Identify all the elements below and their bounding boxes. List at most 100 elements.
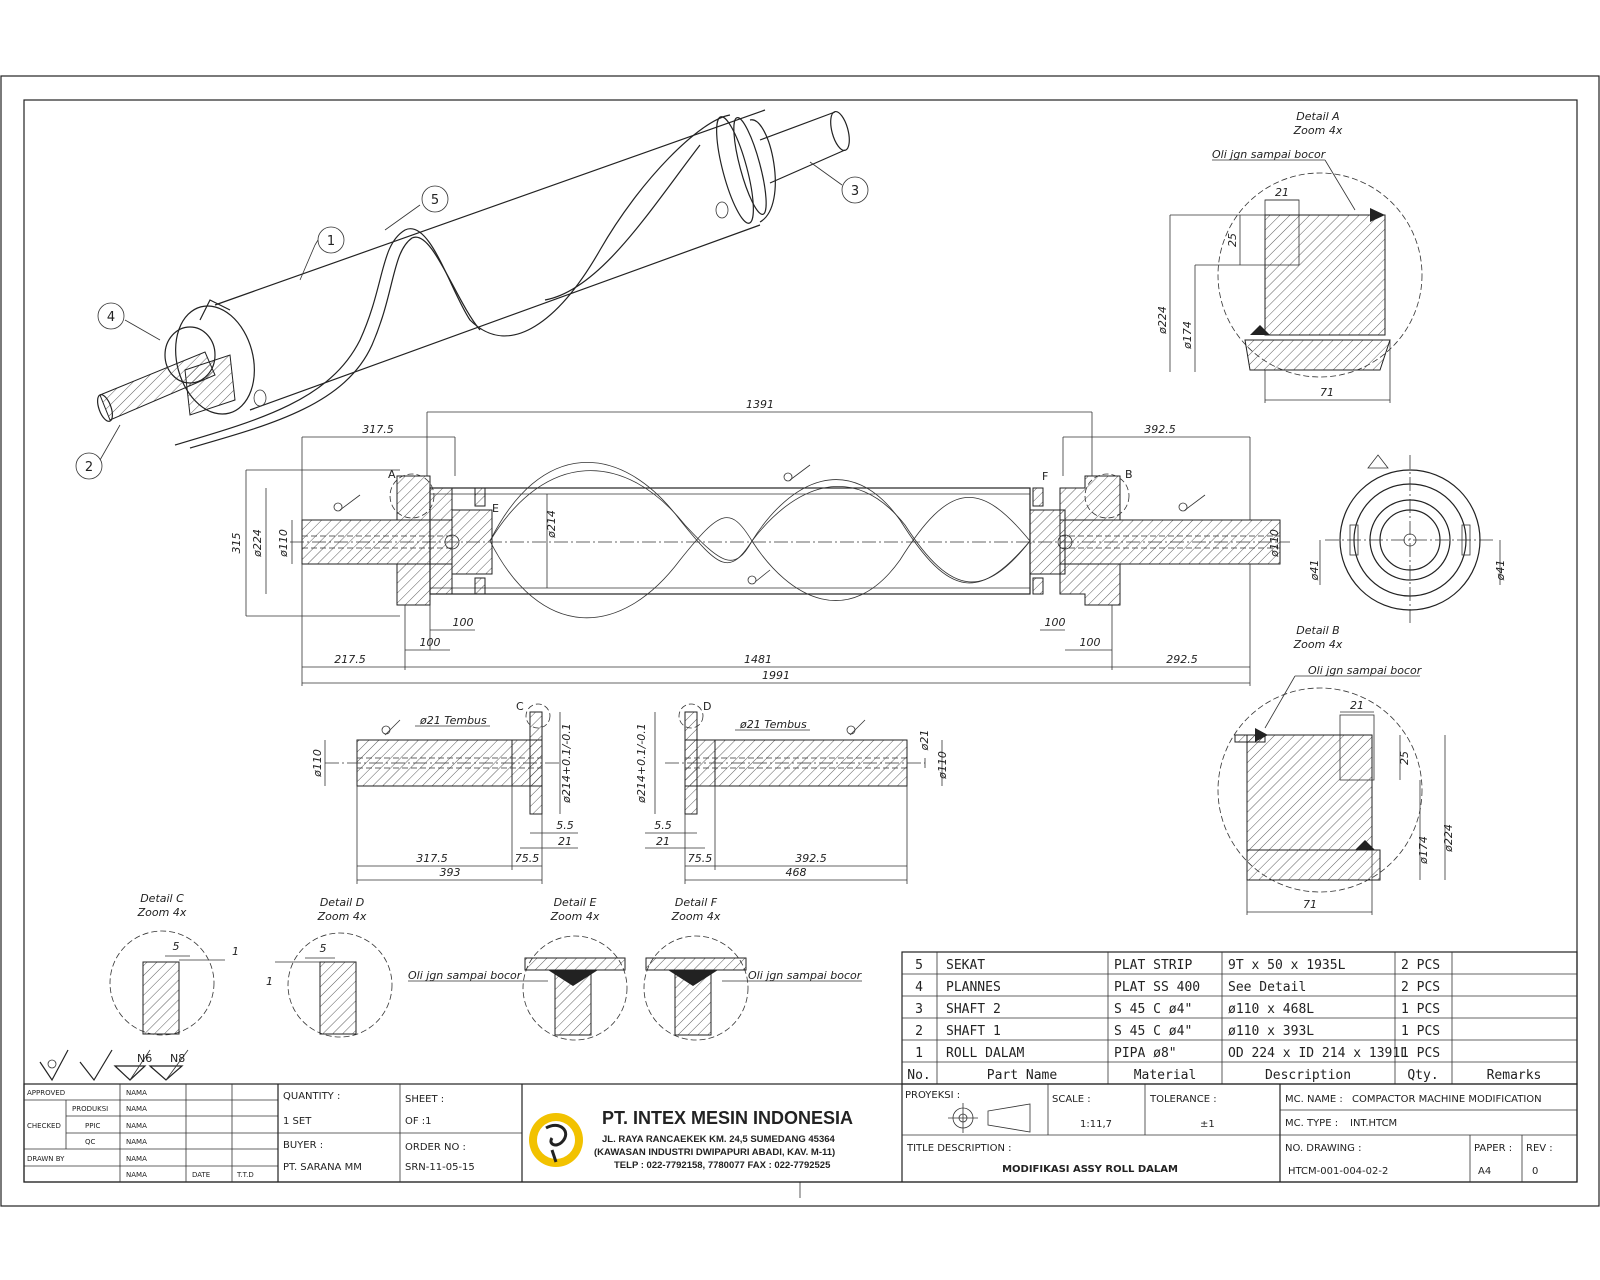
tb-sheet-value: OF :1	[405, 1116, 432, 1127]
detail-b-dim-224: ø224	[1442, 824, 1455, 853]
shaft2-dim-tembus: ø21 Tembus	[739, 718, 807, 731]
tb-rev-value: 0	[1532, 1166, 1538, 1177]
detail-f-zoom: Zoom 4x	[671, 910, 721, 923]
bom-header-remarks: Remarks	[1487, 1068, 1542, 1083]
tb-nama-1: NAMA	[126, 1089, 147, 1097]
shaft-2-view: D ø21 Tembus ø214+0.1/-0.1 5.5 21 75.5 3…	[635, 700, 949, 884]
shaft2-dim-75-5: 75.5	[688, 852, 713, 865]
tb-paper-label: PAPER :	[1474, 1143, 1512, 1154]
detail-e-view: Detail E Zoom 4x Oli jgn sampai bocor	[408, 896, 628, 1041]
bom-row-3-qty: 1 PCS	[1401, 1002, 1440, 1017]
company-phone: TELP : 022-7792158, 7780077 FAX : 022-77…	[614, 1160, 831, 1171]
dim-1481: 1481	[744, 653, 772, 666]
tb-scale-value: 1:11,7	[1080, 1119, 1112, 1130]
tb-drawn-by: DRAWN BY	[27, 1155, 65, 1163]
bom-row-3-name: SHAFT 2	[946, 1002, 1001, 1017]
balloon-1-label: 1	[327, 234, 335, 249]
main-section-view: A B E F 1391 317.5 392.5 315 ø224 ø110 ø…	[230, 398, 1290, 686]
tb-title-desc-value: MODIFIKASI ASSY ROLL DALAM	[1002, 1164, 1178, 1175]
detail-a-marker: A	[388, 468, 396, 481]
detail-f-note: Oli jgn sampai bocor	[748, 969, 863, 982]
shaft1-dim-110: ø110	[311, 749, 324, 778]
tb-ttd: T.T.D	[236, 1171, 254, 1179]
bom-row-4-qty: 2 PCS	[1401, 980, 1440, 995]
tb-mc-name-label: MC. NAME :	[1285, 1094, 1343, 1105]
detail-b-dim-174: ø174	[1417, 836, 1430, 865]
detail-a-dim-25: 25	[1226, 233, 1239, 247]
end-view-dim-41-left: ø41	[1308, 560, 1321, 582]
detail-b-dim-25: 25	[1398, 751, 1411, 765]
tb-mc-name-value: COMPACTOR MACHINE MODIFICATION	[1352, 1094, 1542, 1105]
shaft2-dim-21: 21	[656, 835, 670, 848]
balloon-2-label: 2	[85, 460, 93, 475]
dim-317-5: 317.5	[362, 423, 394, 436]
tb-rev-label: REV :	[1526, 1143, 1553, 1154]
balloon-5: 5	[384, 185, 449, 231]
balloon-5-label: 5	[431, 193, 439, 208]
dim-315: 315	[230, 533, 243, 554]
detail-a-title: Detail A	[1296, 110, 1339, 123]
title-block: APPROVED PRODUKSI CHECKED PPIC QC DRAWN …	[23, 1083, 1578, 1183]
detail-f-title: Detail F	[675, 896, 718, 909]
detail-b-note: Oli jgn sampai bocor	[1308, 664, 1423, 677]
surface-n6: N6	[137, 1052, 152, 1065]
detail-d-dim-5: 5	[320, 942, 327, 955]
detail-d-view: Detail D Zoom 4x 5 1	[266, 896, 393, 1038]
detail-a-dim-71: 71	[1320, 386, 1334, 399]
surface-n8: N8	[170, 1052, 185, 1065]
bom-row-4-material: PLAT SS 400	[1114, 980, 1200, 995]
tb-title-desc-label: TITLE DESCRIPTION :	[906, 1143, 1011, 1154]
company-logo	[529, 1113, 583, 1167]
detail-c-dim-1: 1	[232, 945, 239, 958]
bom-row-1-qty: 1 PCS	[1401, 1046, 1440, 1061]
detail-d-title: Detail D	[320, 896, 364, 909]
detail-b-zoom: Zoom 4x	[1293, 638, 1343, 651]
tb-nama-2: NAMA	[126, 1105, 147, 1113]
dim-292-5: 292.5	[1166, 653, 1198, 666]
tb-nama-5: NAMA	[126, 1155, 147, 1163]
tb-tolerance-label: TOLERANCE :	[1149, 1094, 1217, 1105]
tb-nama-4: NAMA	[126, 1138, 147, 1146]
tb-approved: APPROVED	[27, 1089, 65, 1097]
balloon-4: 4	[97, 302, 161, 341]
detail-d-zoom: Zoom 4x	[317, 910, 367, 923]
shaft1-dim-21: 21	[558, 835, 572, 848]
shaft2-dim-392-5: 392.5	[795, 852, 827, 865]
detail-f-view: Detail F Zoom 4x Oli jgn sampai bocor	[643, 896, 863, 1041]
balloon-4-label: 4	[107, 310, 115, 325]
bom-row-1-desc: OD 224 x ID 214 x 1391L	[1228, 1046, 1408, 1061]
balloon-1: 1	[299, 226, 345, 281]
company-address-2: (KAWASAN INDUSTRI DWIPAPURI ABADI, KAV. …	[594, 1147, 835, 1158]
tb-no-drawing-value: HTCM-001-004-02-2	[1288, 1166, 1388, 1177]
tb-checked: CHECKED	[27, 1122, 61, 1130]
tb-ppic: PPIC	[85, 1122, 101, 1130]
bom-row-2-name: SHAFT 1	[946, 1024, 1001, 1039]
bom-header-qty: Qty.	[1407, 1068, 1438, 1083]
tb-mc-type-value: INT.HTCM	[1350, 1118, 1397, 1129]
shaft2-dim-21-dia: ø21	[918, 730, 931, 752]
tb-order-label: ORDER NO :	[405, 1142, 466, 1153]
dim-1991: 1991	[762, 669, 790, 682]
dim-100-left-a: 100	[453, 616, 474, 629]
surface-finish-symbols: N6 N8	[39, 1049, 189, 1082]
detail-e-note: Oli jgn sampai bocor	[408, 969, 523, 982]
company-address-1: JL. RAYA RANCAEKEK KM. 24,5 SUMEDANG 453…	[602, 1134, 836, 1145]
tb-mc-type-label: MC. TYPE :	[1285, 1118, 1338, 1129]
detail-b-marker: B	[1125, 468, 1133, 481]
shaft2-dim-110: ø110	[936, 751, 949, 780]
shaft-1-view: C ø21 Tembus ø110 ø214+0.1/-0.1 5.5 21 3…	[311, 700, 578, 884]
bom-row-4-name: PLANNES	[946, 980, 1001, 995]
balloon-2: 2	[75, 424, 121, 480]
tb-buyer-value: PT. SARANA MM	[283, 1162, 362, 1173]
bom-row-5-no: 5	[915, 958, 923, 973]
detail-a-dim-224: ø224	[1156, 306, 1169, 335]
shaft1-detail-c-marker: C	[516, 700, 524, 713]
dim-100-right-a: 100	[1045, 616, 1066, 629]
bom-row-5-qty: 2 PCS	[1401, 958, 1440, 973]
tb-qc: QC	[85, 1138, 96, 1146]
tb-tanggal: DATE	[192, 1171, 210, 1179]
tb-nama-3: NAMA	[126, 1122, 147, 1130]
dim-100-right-b: 100	[1080, 636, 1101, 649]
tb-scale-label: SCALE :	[1052, 1094, 1091, 1105]
shaft2-dim-214: ø214+0.1/-0.1	[635, 723, 648, 804]
